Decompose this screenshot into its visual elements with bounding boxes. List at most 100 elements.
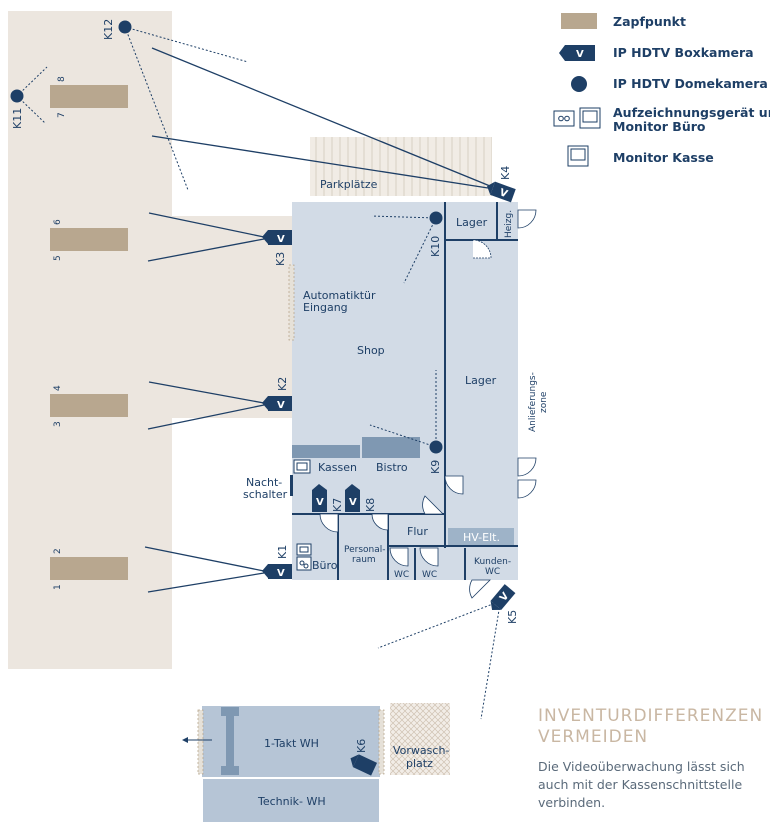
parking-area — [310, 137, 492, 196]
legend-box-label: IP HDTV Boxkamera — [613, 45, 754, 60]
svg-text:V: V — [316, 497, 324, 508]
bistro-counter — [362, 437, 420, 458]
door-label-2: Eingang — [303, 301, 348, 314]
svg-text:V: V — [277, 568, 285, 579]
camera-label-k9: K9 — [429, 460, 442, 474]
pump-5-6 — [50, 228, 128, 251]
office-recorder-icon — [296, 543, 312, 571]
wash-technik — [201, 777, 381, 824]
box-camera-k8: V — [345, 484, 360, 512]
delivery-label-2: zone — [539, 391, 549, 413]
pump-number-3: 3 — [53, 421, 63, 427]
camera-label-k6: K6 — [355, 739, 368, 753]
pump-number-5: 5 — [53, 255, 63, 261]
wash-label: 1-Takt WH — [264, 737, 319, 750]
svg-text:V: V — [349, 497, 357, 508]
box-camera-k6 — [350, 754, 378, 776]
legend-dome-camera-icon — [571, 76, 587, 92]
pump-number-2: 2 — [53, 548, 63, 554]
legend-pump-label: Zapfpunkt — [613, 14, 686, 29]
shop-label: Shop — [357, 344, 385, 357]
camera-label-k2: K2 — [276, 377, 289, 391]
dome-camera-k12 — [118, 20, 132, 34]
legend-pump-swatch — [561, 13, 597, 29]
dome-cameras — [10, 20, 443, 454]
svg-text:V: V — [277, 234, 285, 245]
legend-recorder-label-2: Monitor Büro — [613, 119, 706, 134]
camera-label-k8: K8 — [364, 498, 377, 512]
buero-label: Büro — [312, 559, 338, 572]
camera-label-k7: K7 — [331, 498, 344, 512]
pump-number-6: 6 — [53, 219, 63, 225]
pump-number-8: 8 — [57, 76, 67, 82]
box-camera-k5: V — [490, 584, 516, 611]
pump-number-7: 7 — [57, 112, 67, 118]
doors — [319, 209, 537, 599]
box-camera-k1: V — [262, 564, 292, 579]
wash-machine — [221, 707, 239, 775]
staff-label-1: Personal- — [344, 545, 386, 555]
camera-label-k1: K1 — [276, 545, 289, 559]
legend-monitor-label: Monitor Kasse — [613, 150, 714, 165]
box-camera-k4: V — [487, 181, 516, 203]
headline-line-1: INVENTURDIFFERENZEN — [538, 706, 764, 726]
camera-label-k5: K5 — [506, 610, 519, 624]
prewash-label-1: Vorwasch- — [393, 744, 449, 757]
dome-sight-lines — [16, 26, 501, 771]
box-camera-k3: V — [262, 230, 292, 245]
night-window — [290, 475, 293, 496]
sight-lines — [144, 47, 491, 593]
svg-text:V: V — [498, 187, 509, 200]
staff-label-2: raum — [352, 555, 376, 565]
kassen-label: Kassen — [318, 461, 357, 474]
box-camera-k7: V — [312, 484, 327, 512]
pump-number-1: 1 — [53, 584, 63, 590]
heizg-label: Heizg. — [504, 210, 514, 238]
camera-label-k11: K11 — [11, 108, 24, 129]
legend: Zapfpunkt V IP HDTV Boxkamera IP HDTV Do… — [553, 13, 770, 167]
legend-dome-label: IP HDTV Domekamera — [613, 76, 768, 91]
camera-label-k3: K3 — [274, 252, 287, 266]
customer-wc-label-2: WC — [485, 567, 500, 577]
dome-camera-k11 — [10, 89, 24, 103]
headline: INVENTURDIFFERENZEN VERMEIDEN — [538, 706, 763, 748]
kassen-counter — [292, 445, 360, 458]
customer-wc-label-1: Kunden- — [474, 557, 511, 567]
flur-label: Flur — [407, 525, 428, 538]
body-text: Die Videoüberwachung lässt sich auch mit… — [538, 759, 745, 810]
dome-camera-k9 — [429, 440, 443, 454]
exit-arrow-head — [182, 737, 188, 743]
pump-7-8 — [50, 85, 128, 108]
hv-label: HV-Elt. — [463, 531, 500, 544]
wc2-label: WC — [422, 570, 437, 580]
pump-3-4 — [50, 394, 128, 417]
dome-camera-k10 — [429, 211, 443, 225]
legend-recorder-label-1: Aufzeichnungsgerät und — [613, 105, 770, 120]
door-label-1: Automatiktür — [303, 289, 376, 302]
pump-number-4: 4 — [53, 385, 63, 391]
camera-label-k10: K10 — [429, 236, 442, 257]
parking-label: Parkplätze — [320, 178, 378, 191]
kassen-monitor-icon — [293, 459, 311, 474]
legend-monitor-icon — [567, 145, 589, 167]
prewash-area — [390, 703, 450, 775]
delivery-label-1: Anlieferungs- — [528, 372, 538, 432]
wash-door-right — [378, 709, 385, 775]
legend-box-symbol: V — [576, 49, 584, 60]
lager-label: Lager — [465, 374, 497, 387]
hv-room — [448, 528, 514, 545]
wash-door-left — [197, 709, 204, 775]
pumps — [50, 85, 128, 580]
prewash-label-2: platz — [406, 757, 433, 770]
legend-recorder-icon — [553, 107, 601, 129]
night-label-1: Nacht- — [246, 476, 282, 489]
legend-box-camera-icon — [565, 45, 595, 61]
headline-line-2: VERMEIDEN — [538, 727, 649, 747]
box-camera-k2: V — [262, 396, 292, 411]
bistro-label: Bistro — [376, 461, 408, 474]
camera-label-k12: K12 — [102, 19, 115, 40]
forecourt-connector — [172, 216, 292, 418]
wc1-label: WC — [394, 570, 409, 580]
wash-tech-label: Technik- WH — [257, 795, 326, 808]
